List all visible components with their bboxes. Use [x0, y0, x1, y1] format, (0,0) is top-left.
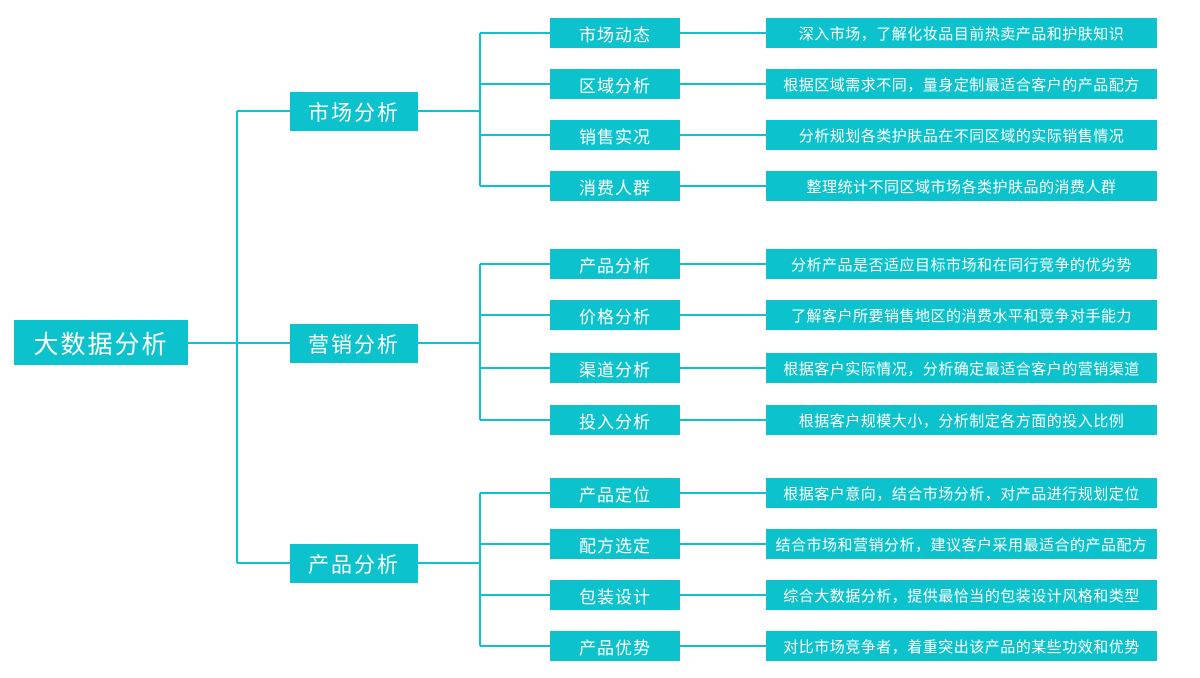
root-node[interactable]: 大数据分析 [14, 320, 188, 365]
description-node-product-analysis[interactable]: 分析产品是否适应目标市场和在同行竞争的优劣势 [766, 249, 1157, 279]
topic-node-product-positioning[interactable]: 产品定位 [550, 478, 680, 508]
topic-node-regional-analysis[interactable]: 区域分析 [550, 69, 680, 99]
description-node-product-positioning[interactable]: 根据客户意向，结合市场分析，对产品进行规划定位 [766, 478, 1157, 508]
branch-node-product-analysis[interactable]: 产品分析 [290, 544, 418, 583]
topic-node-price-analysis[interactable]: 价格分析 [550, 300, 680, 330]
topic-node-sales-status[interactable]: 销售实况 [550, 120, 680, 150]
description-node-consumer-groups[interactable]: 整理统计不同区域市场各类护肤品的消费人群 [766, 171, 1157, 201]
branch-node-market-analysis[interactable]: 市场分析 [290, 92, 418, 131]
description-node-investment-analysis[interactable]: 根据客户规模大小，分析制定各方面的投入比例 [766, 405, 1157, 435]
description-node-price-analysis[interactable]: 了解客户所要销售地区的消费水平和竞争对手能力 [766, 300, 1157, 330]
description-node-regional-analysis[interactable]: 根据区域需求不同，量身定制最适合客户的产品配方 [766, 69, 1157, 99]
topic-node-market-trends[interactable]: 市场动态 [550, 18, 680, 48]
description-node-sales-status[interactable]: 分析规划各类护肤品在不同区域的实际销售情况 [766, 120, 1157, 150]
topic-node-packaging-design[interactable]: 包装设计 [550, 580, 680, 610]
description-node-market-trends[interactable]: 深入市场，了解化妆品目前热卖产品和护肤知识 [766, 18, 1157, 48]
topic-node-product-analysis[interactable]: 产品分析 [550, 249, 680, 279]
topic-node-investment-analysis[interactable]: 投入分析 [550, 405, 680, 435]
description-node-channel-analysis[interactable]: 根据客户实际情况，分析确定最适合客户的营销渠道 [766, 353, 1157, 383]
branch-node-marketing-analysis[interactable]: 营销分析 [290, 324, 418, 363]
description-node-formula-selection[interactable]: 结合市场和营销分析，建议客户采用最适合的产品配方 [766, 529, 1157, 559]
topic-node-product-advantage[interactable]: 产品优势 [550, 631, 680, 661]
description-node-product-advantage[interactable]: 对比市场竞争者，着重突出该产品的某些功效和优势 [766, 631, 1157, 661]
topic-node-channel-analysis[interactable]: 渠道分析 [550, 353, 680, 383]
description-node-packaging-design[interactable]: 综合大数据分析，提供最恰当的包装设计风格和类型 [766, 580, 1157, 610]
topic-node-consumer-groups[interactable]: 消费人群 [550, 171, 680, 201]
topic-node-formula-selection[interactable]: 配方选定 [550, 529, 680, 559]
